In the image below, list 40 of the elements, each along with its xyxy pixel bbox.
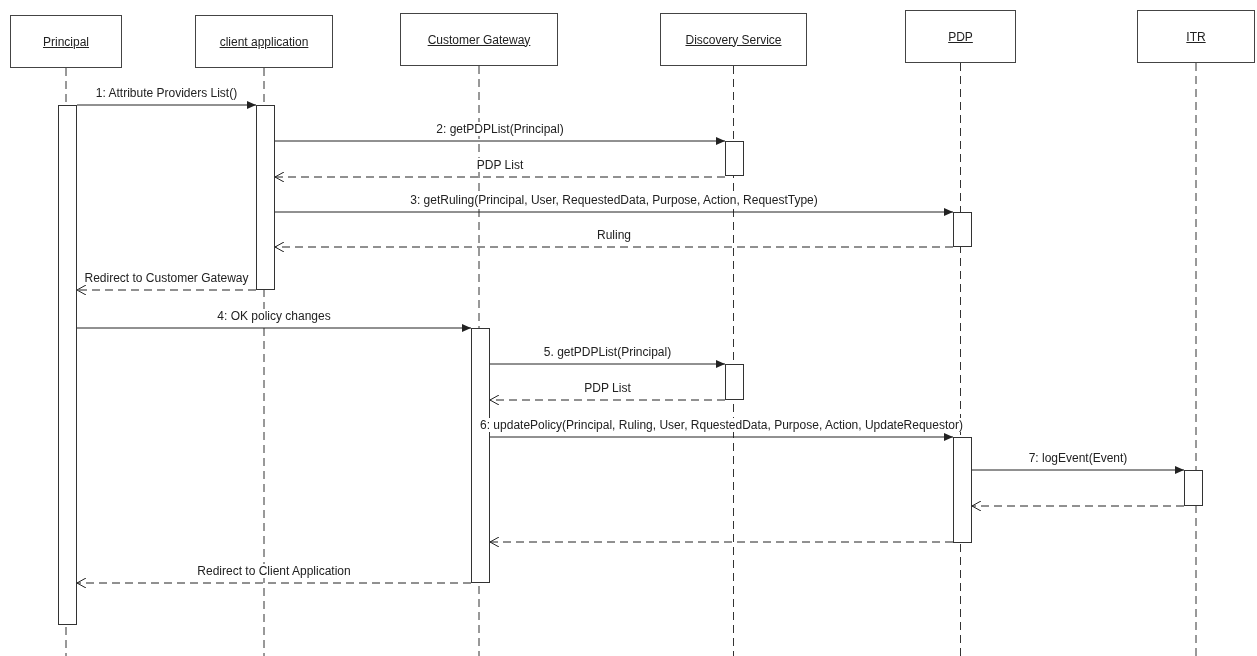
activation-bar — [953, 437, 972, 543]
message-label: Ruling — [595, 228, 633, 242]
participant-box: Discovery Service — [660, 13, 807, 66]
message-arrow — [971, 466, 1185, 474]
activation-bar — [725, 364, 744, 400]
message-label: 3: getRuling(Principal, User, RequestedData, Purpose, Action, RequestType) — [408, 193, 820, 207]
activation-bar — [1184, 470, 1203, 506]
message-arrow — [489, 394, 726, 406]
message-label: 6: updatePolicy(Principal, Ruling, User, RquestedData, Purpose, Action, UpdateRequestor) — [478, 418, 965, 432]
participant-box: ITR — [1137, 10, 1255, 63]
message-label: Redirect to Client Application — [195, 564, 353, 578]
message-arrow — [274, 241, 954, 253]
message-arrow — [489, 433, 954, 441]
activation-bar — [471, 328, 490, 583]
message-arrow — [274, 171, 726, 183]
message-label: Redirect to Customer Gateway — [82, 271, 251, 285]
message-arrow — [489, 536, 954, 548]
message-arrow — [274, 208, 954, 216]
message-arrow — [76, 577, 472, 589]
participant-box: PDP — [905, 10, 1016, 63]
message-arrow — [76, 284, 257, 296]
message-label: 2: getPDPList(Principal) — [434, 122, 566, 136]
participant-box: Principal — [10, 15, 122, 68]
activation-bar — [58, 105, 77, 625]
message-arrow — [971, 500, 1185, 512]
message-label: 1: Attribute Providers List() — [93, 86, 240, 100]
participant-box: client application — [195, 15, 333, 68]
message-label: PDP List — [474, 158, 526, 172]
activation-bar — [953, 212, 972, 247]
participant-box: Customer Gateway — [400, 13, 558, 66]
message-label: PDP List — [582, 381, 633, 395]
message-arrow — [76, 101, 257, 109]
message-arrow — [489, 360, 726, 368]
message-arrow — [76, 324, 472, 332]
message-label: 5. getPDPList(Principal) — [541, 345, 674, 359]
message-arrow — [274, 137, 726, 145]
message-label: 4: OK policy changes — [215, 309, 333, 323]
activation-bar — [725, 141, 744, 176]
activation-bar — [256, 105, 275, 290]
message-label: 7: logEvent(Event) — [1026, 451, 1130, 465]
